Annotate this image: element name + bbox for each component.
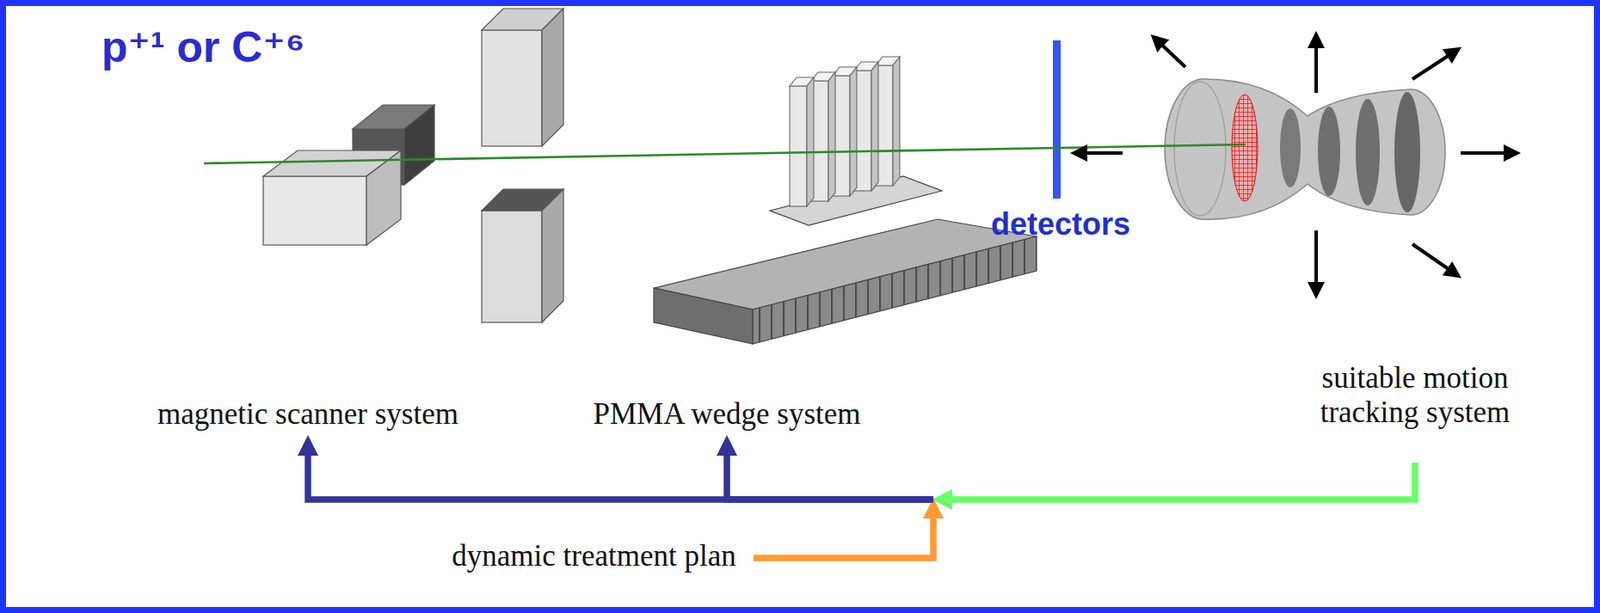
caption-label: PMMA wedge system: [585, 397, 868, 432]
feedback-arrow: [726, 443, 934, 559]
wedge-rail: [653, 176, 1037, 345]
caption-label: dynamic treatment plan: [444, 539, 744, 574]
moving-target: [1164, 79, 1446, 220]
signal-lead: [753, 506, 934, 559]
part-label: detectors: [990, 206, 1131, 243]
caption-text: PMMA wedge system: [589, 397, 865, 432]
caption-text: magnetic scanner system: [153, 397, 462, 432]
signal-lead: [940, 462, 1416, 500]
feedback-arrow: [307, 443, 1416, 500]
caption-text: suitable motion tracking system: [1298, 361, 1532, 431]
control-line: [307, 443, 934, 500]
control-line: [307, 443, 934, 500]
control-line: [726, 443, 934, 500]
feedback-arrow: [726, 443, 1416, 500]
signal-lead: [940, 462, 1416, 500]
caption-text: dynamic treatment plan: [448, 539, 740, 574]
ion-beam: [203, 144, 1246, 164]
pmma-wedges: [789, 56, 900, 207]
particle-label: p⁺¹ or C⁺⁶: [101, 22, 306, 73]
signal-lead: [753, 506, 934, 559]
caption-label: suitable motion tracking system: [1295, 361, 1535, 431]
motion-arrows: [1075, 36, 1516, 295]
caption-label: magnetic scanner system: [150, 397, 466, 432]
detector-plane: [1052, 40, 1061, 199]
scanner-magnets: [263, 8, 564, 323]
control-line: [726, 443, 934, 500]
